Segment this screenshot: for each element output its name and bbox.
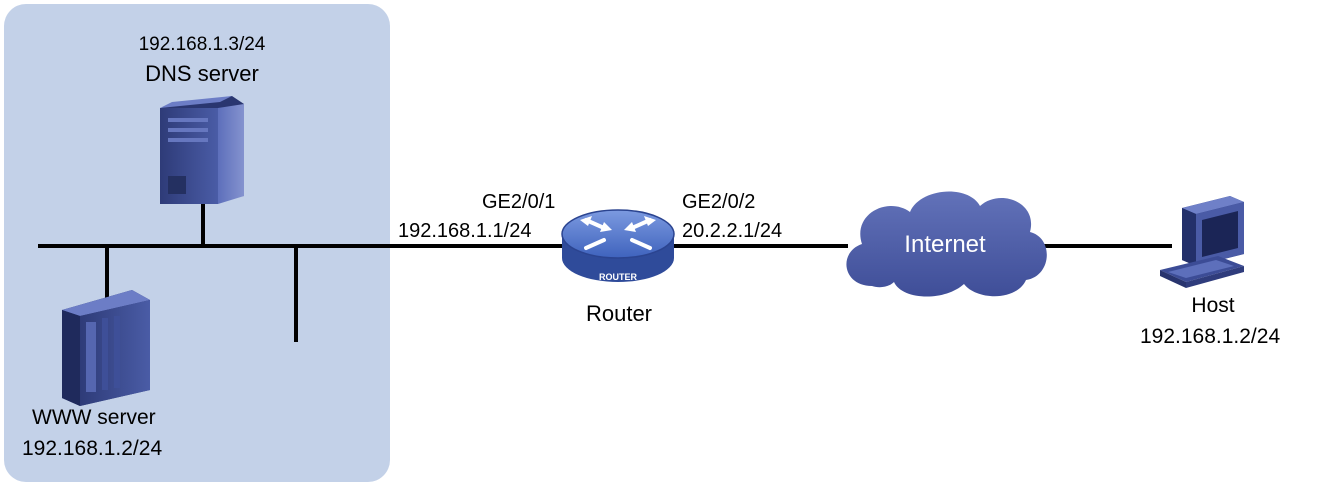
router-icon: [561, 209, 675, 282]
www-server-name: WWW server: [32, 406, 156, 429]
cloud-icon: [846, 191, 1047, 297]
host-icon: [1160, 196, 1244, 288]
router-port-left-ip: 192.168.1.1/24: [398, 220, 532, 242]
router-badge: ROUTER: [599, 272, 638, 282]
dns-server-ip: 192.168.1.3/24: [138, 34, 266, 55]
dns-server-name: DNS server: [145, 61, 259, 86]
www-server-ip: 192.168.1.2/24: [22, 437, 163, 460]
links: [38, 203, 1172, 342]
router-name: Router: [585, 301, 653, 326]
www-server-icon: [62, 290, 150, 406]
dns-server-icon: [160, 96, 244, 204]
router-port-right-name: GE2/0/2: [682, 191, 756, 213]
router-port-right-ip: 20.2.2.1/24: [682, 220, 783, 242]
internet-label: Internet: [904, 231, 986, 258]
host-ip: 192.168.1.2/24: [1140, 325, 1281, 348]
host-name: Host: [1191, 294, 1235, 317]
router-port-left-name: GE2/0/1: [482, 191, 556, 213]
